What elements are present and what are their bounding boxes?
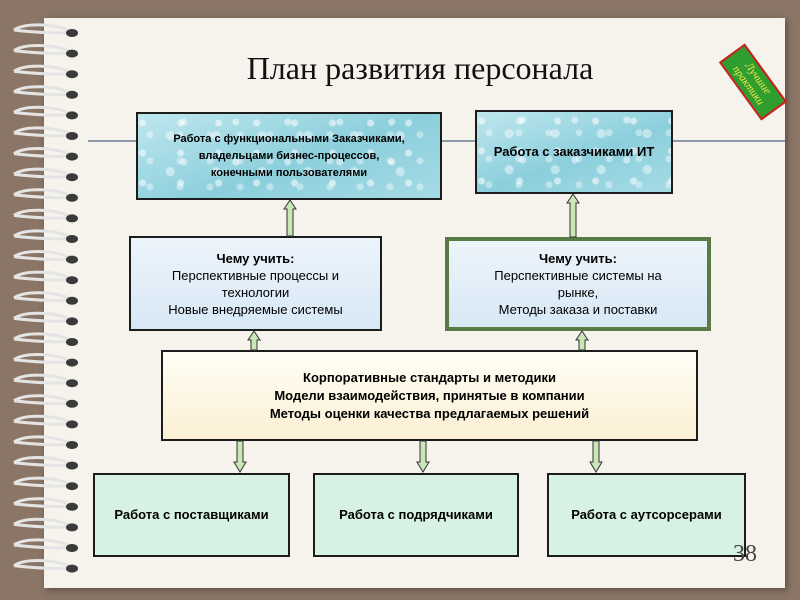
binding-hole <box>66 29 78 37</box>
spiral-ring <box>13 517 77 529</box>
spiral-ring <box>13 414 77 426</box>
spiral-ring <box>13 126 77 138</box>
binding-hole <box>66 379 78 388</box>
spiral-ring <box>13 394 77 406</box>
binding-hole <box>66 502 78 511</box>
box-line: Корпоративные стандарты и методики <box>303 369 556 385</box>
spiral-ring <box>13 435 77 447</box>
binding-hole <box>66 461 78 470</box>
what-to-teach-right-box: Чему учить: Перспективные системы на рын… <box>445 237 711 331</box>
contractors-box: Работа с подрядчиками <box>313 473 519 557</box>
binding-hole <box>66 338 78 346</box>
spiral-ring <box>13 250 77 261</box>
spiral-ring <box>13 476 77 488</box>
box-text: Работа с подрядчиками <box>339 507 493 522</box>
binding-hole <box>66 276 78 285</box>
spiral-ring <box>13 291 77 303</box>
it-customers-box: Работа с заказчиками ИТ <box>475 110 673 194</box>
spiral-ring <box>13 229 77 241</box>
box-line: технологии <box>221 284 290 300</box>
spiral-ring <box>13 456 77 467</box>
spiral-binding <box>13 23 78 573</box>
binding-hole <box>66 317 78 326</box>
corporate-standards-box: Корпоративные стандарты и методики Модел… <box>161 350 698 441</box>
binding-hole <box>66 420 78 429</box>
binding-hole <box>66 255 78 264</box>
binding-hole <box>66 564 78 573</box>
box-line: Перспективные системы на <box>494 268 662 283</box>
box-text: Работа с заказчиками ИТ <box>493 144 655 159</box>
spiral-ring <box>13 497 77 509</box>
box-line: конечными пользователями <box>210 166 368 179</box>
binding-hole <box>66 296 78 305</box>
spiral-ring <box>13 167 77 179</box>
functional-customers-box: Работа с функциональными Заказчиками, вл… <box>136 112 442 200</box>
binding-hole <box>66 90 78 99</box>
box-text: Работа с поставщиками <box>114 507 269 522</box>
binding-hole <box>66 152 78 161</box>
binding-hole <box>66 132 78 140</box>
spiral-ring <box>13 373 77 385</box>
spiral-ring <box>13 538 77 550</box>
spiral-ring <box>13 208 77 220</box>
page-number: 38 <box>733 541 757 567</box>
box-line: Методы заказа и поставки <box>498 302 658 317</box>
spiral-ring <box>13 147 77 158</box>
binding-hole <box>66 235 78 243</box>
spiral-ring <box>13 353 77 364</box>
binding-hole <box>66 358 78 367</box>
box-line: Новые внедряемые системы <box>168 301 343 317</box>
box-line: Перспективные процессы и <box>171 267 340 283</box>
box-heading: Чему учить: <box>539 251 617 266</box>
what-to-teach-left-box: Чему учить: Перспективные процессы и тех… <box>129 236 382 331</box>
box-line: владельцами бизнес-процессов, <box>198 149 380 162</box>
box-line: рынке, <box>557 285 599 300</box>
spiral-ring <box>13 270 77 282</box>
outsourcers-box: Работа с аутсорсерами <box>547 473 746 557</box>
box-heading: Чему учить: <box>216 250 295 266</box>
spiral-ring <box>13 559 77 570</box>
binding-hole <box>66 214 78 223</box>
spiral-ring <box>13 311 77 323</box>
box-line: Методы оценки качества предлагаемых реше… <box>269 405 590 421</box>
binding-hole <box>66 544 78 552</box>
spiral-ring <box>13 23 77 35</box>
suppliers-box: Работа с поставщиками <box>93 473 290 557</box>
binding-hole <box>66 173 78 182</box>
spiral-ring <box>13 105 77 117</box>
box-line: Модели взаимодействия, принятые в компан… <box>274 387 585 403</box>
binding-hole <box>66 399 78 408</box>
spiral-ring <box>13 85 77 97</box>
binding-hole <box>66 70 78 79</box>
binding-hole <box>66 441 78 449</box>
binding-hole <box>66 482 78 491</box>
binding-hole <box>66 523 78 532</box>
spiral-ring <box>13 332 77 344</box>
binding-hole <box>66 111 78 120</box>
binding-hole <box>66 193 78 202</box>
box-line: Работа с функциональными Заказчиками, <box>173 132 405 145</box>
slide-title: План развития персонала <box>246 50 594 86</box>
binding-hole <box>66 49 78 58</box>
spiral-ring <box>13 188 77 200</box>
box-text: Работа с аутсорсерами <box>571 507 722 522</box>
